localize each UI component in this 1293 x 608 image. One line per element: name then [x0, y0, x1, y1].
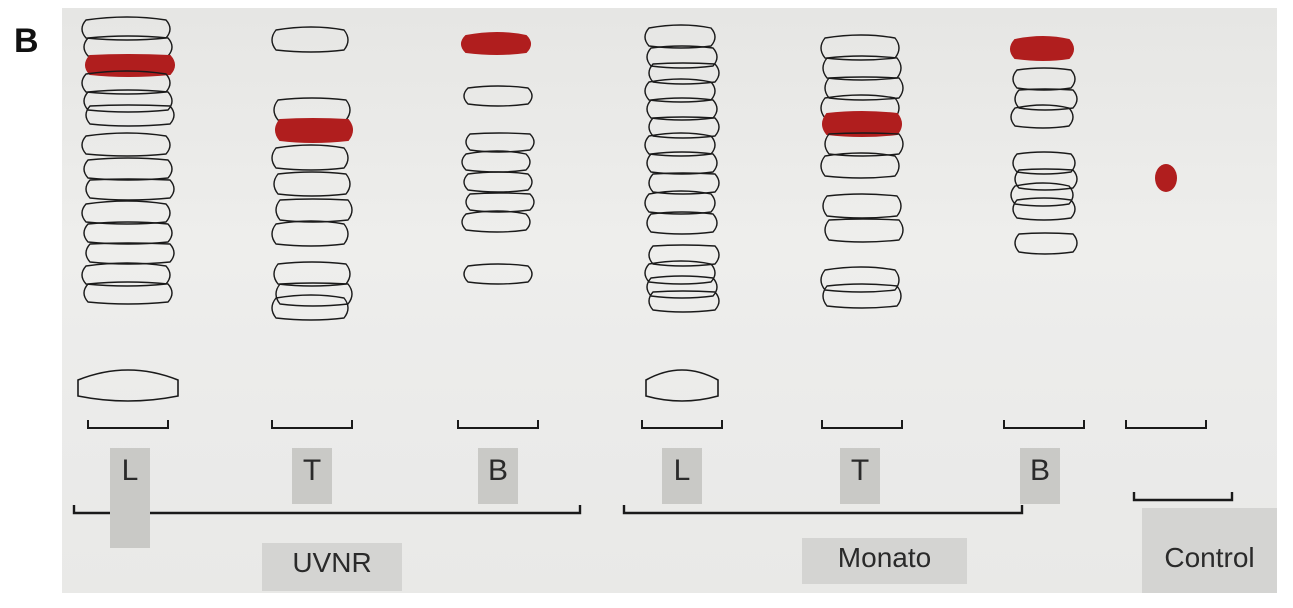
lane-label-monato-b: B — [1020, 448, 1060, 504]
band — [86, 243, 174, 264]
stained-band — [276, 119, 352, 142]
band — [825, 219, 903, 242]
group-label-control: Control — [1142, 508, 1277, 593]
lane-label-monato-t: T — [840, 448, 880, 504]
lane-control — [1155, 164, 1177, 192]
lane-label-uvnr-t: T — [292, 448, 332, 504]
lane-label-monato-l: L — [662, 448, 702, 504]
band — [821, 267, 899, 292]
band — [823, 284, 901, 308]
band — [645, 25, 715, 48]
band — [466, 193, 534, 212]
band — [276, 199, 352, 222]
band — [647, 276, 717, 298]
band — [462, 211, 530, 232]
lane-label-uvnr-l: L — [110, 448, 150, 548]
well-monato-b — [1004, 420, 1084, 428]
well-bracket — [642, 420, 722, 428]
band — [1013, 152, 1075, 174]
group-bracket-control — [1134, 492, 1232, 500]
well-sample — [646, 370, 718, 401]
well-bracket — [458, 420, 538, 428]
well-bracket — [88, 420, 168, 428]
band — [82, 133, 170, 156]
well-control — [1126, 420, 1206, 428]
band — [84, 222, 172, 244]
band — [1013, 198, 1075, 220]
well-monato-l — [642, 370, 722, 428]
gel-sheet: L T B L T B UVNR Monato Control — [62, 8, 1277, 593]
panel-label: B — [14, 22, 39, 61]
lane-monato-l — [645, 25, 719, 312]
band — [649, 291, 719, 312]
well-uvnr-l — [78, 370, 178, 428]
lane-uvnr-t — [272, 27, 352, 320]
band — [84, 158, 172, 180]
lane-uvnr-l — [82, 17, 174, 304]
well-uvnr-b — [458, 420, 538, 428]
band — [272, 27, 348, 52]
band — [1011, 183, 1073, 206]
lane-monato-t — [821, 35, 903, 308]
band — [462, 151, 530, 172]
lane-uvnr-b — [462, 33, 534, 284]
well-monato-t — [822, 420, 902, 428]
well-bracket — [272, 420, 352, 428]
well-bracket — [822, 420, 902, 428]
gel-drawing — [62, 8, 1277, 593]
band — [823, 194, 901, 218]
well-sample — [78, 370, 178, 401]
band — [86, 105, 174, 126]
well-bracket — [1004, 420, 1084, 428]
lane-label-uvnr-b: B — [478, 448, 518, 504]
well-bracket — [1126, 420, 1206, 428]
band — [274, 172, 350, 196]
band — [82, 201, 170, 224]
band — [466, 133, 534, 152]
band — [86, 179, 174, 200]
group-bracket-monato — [624, 505, 1022, 513]
group-label-uvnr: UVNR — [262, 543, 402, 591]
band — [272, 221, 348, 246]
band — [464, 86, 532, 106]
group-label-monato: Monato — [802, 538, 967, 584]
band — [1013, 68, 1075, 90]
lane-monato-b — [1011, 37, 1077, 254]
band — [647, 212, 717, 234]
stained-band — [462, 33, 530, 54]
band — [464, 264, 532, 284]
band — [464, 172, 532, 192]
wells-layer — [78, 370, 1206, 428]
band — [272, 295, 348, 320]
band — [821, 153, 899, 178]
stained-band — [1011, 37, 1073, 60]
lanes-layer — [82, 17, 1177, 320]
band — [647, 46, 717, 68]
band — [1015, 233, 1077, 254]
stained-spot — [1155, 164, 1177, 192]
band — [272, 145, 348, 170]
well-uvnr-t — [272, 420, 352, 428]
